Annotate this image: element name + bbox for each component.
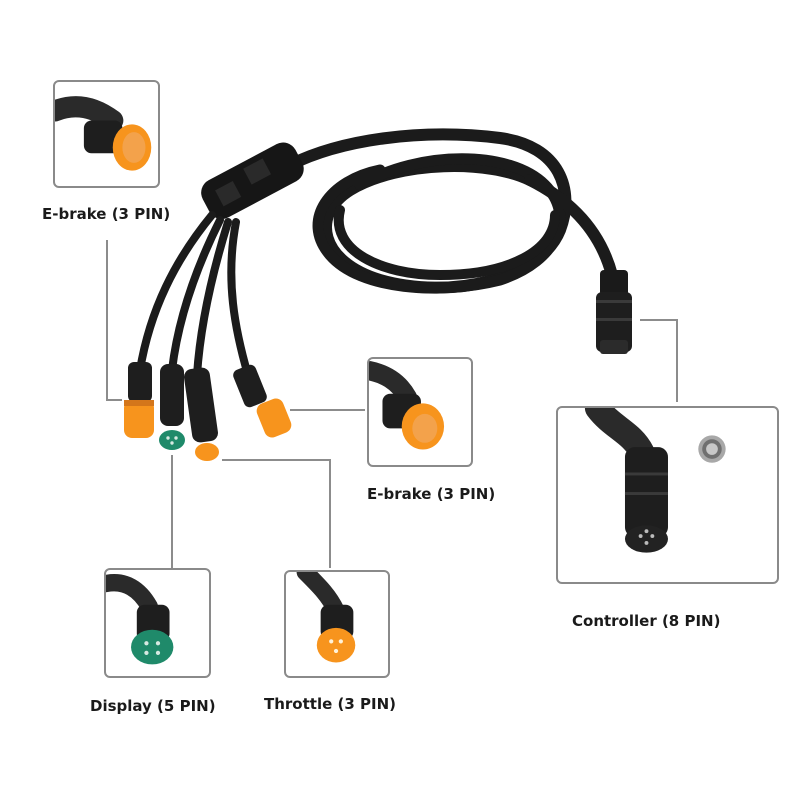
branch-cables (136, 211, 252, 379)
throttle-inset (284, 570, 390, 678)
splitter-hub (201, 142, 304, 220)
ebrake-right-label: E-brake (3 PIN) (367, 485, 496, 503)
callout-line-ebrake-left (106, 240, 122, 401)
display-connector (159, 364, 185, 450)
throttle-connector (184, 367, 219, 461)
callout-line-throttle (222, 459, 331, 568)
ebrake-right-inset (367, 357, 473, 467)
ebrake-left-connector (124, 362, 154, 438)
coiled-cable (284, 128, 618, 294)
ebrake-top-inset (53, 80, 160, 188)
callout-line-controller (640, 319, 678, 402)
controller-connector (596, 270, 632, 354)
display-inset (104, 568, 211, 678)
ebrake-right-connector (233, 364, 292, 438)
controller-label: Controller (8 PIN) (572, 612, 721, 630)
controller-inset (556, 406, 779, 584)
ebrake-top-label: E-brake (3 PIN) (42, 205, 171, 223)
throttle-label: Throttle (3 PIN) (264, 695, 396, 713)
callout-lines (106, 240, 678, 568)
display-label: Display (5 PIN) (90, 697, 216, 715)
